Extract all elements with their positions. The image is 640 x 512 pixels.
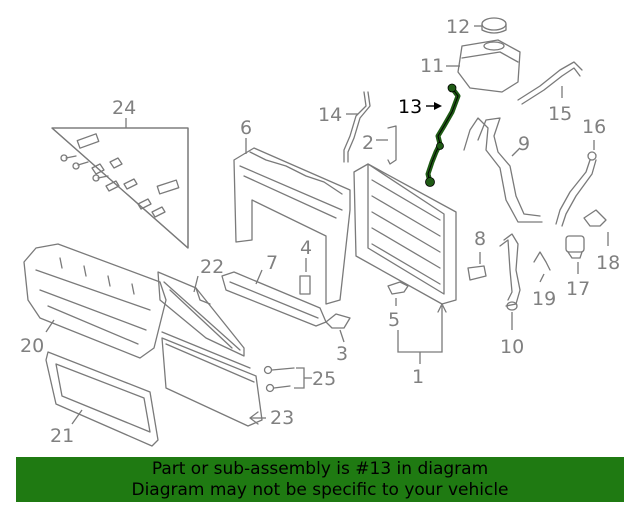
label-1: 1 <box>412 366 424 388</box>
label-16: 16 <box>582 116 606 138</box>
part-12-cap[interactable] <box>474 17 507 34</box>
label-15: 15 <box>548 103 572 125</box>
label-5: 5 <box>388 309 400 331</box>
part-4-clip[interactable] <box>299 258 311 295</box>
part-23-lower-shield[interactable] <box>161 331 266 427</box>
part-24-hardware-kit[interactable] <box>51 118 189 249</box>
part-5-sensor[interactable] <box>387 281 409 306</box>
label-6: 6 <box>240 117 252 139</box>
part-15-hose[interactable] <box>517 61 583 105</box>
label-23: 23 <box>270 407 294 429</box>
label-20: 20 <box>20 335 44 357</box>
part-11-expansion-tank[interactable] <box>446 39 521 93</box>
part-3-bracket[interactable] <box>325 313 351 343</box>
label-7: 7 <box>266 252 278 274</box>
label-24: 24 <box>112 97 136 119</box>
part-21-grille-frame[interactable] <box>45 351 159 447</box>
part-9-hose[interactable] <box>463 117 543 223</box>
label-2: 2 <box>362 132 374 154</box>
label-11: 11 <box>420 55 444 77</box>
label-13: 13 <box>398 96 422 118</box>
label-12: 12 <box>446 16 470 38</box>
label-17: 17 <box>566 278 590 300</box>
label-4: 4 <box>300 237 312 259</box>
part-19-bracket[interactable] <box>533 251 551 283</box>
label-25: 25 <box>312 368 336 390</box>
part-6-support-shroud[interactable] <box>233 138 351 305</box>
label-3: 3 <box>336 343 348 365</box>
banner-line-2: Diagram may not be specific to your vehi… <box>131 479 509 500</box>
label-14: 14 <box>318 104 342 126</box>
label-10: 10 <box>500 336 524 358</box>
part-18-bracket[interactable] <box>583 209 609 246</box>
part-10-hose[interactable] <box>499 233 521 330</box>
part-13-hose-highlighted[interactable] <box>425 83 461 187</box>
part-1-radiator[interactable] <box>353 163 457 364</box>
label-18: 18 <box>596 252 620 274</box>
info-banner: Part or sub-assembly is #13 in diagram D… <box>16 457 624 502</box>
part-17-valve[interactable] <box>565 235 585 274</box>
part-16-hose[interactable] <box>555 140 597 227</box>
part-20-air-deflector[interactable] <box>23 243 167 359</box>
label-19: 19 <box>532 288 556 310</box>
label-8: 8 <box>474 228 486 250</box>
part-14-hose[interactable] <box>343 91 371 163</box>
label-9: 9 <box>518 133 530 155</box>
label-21: 21 <box>50 425 74 447</box>
label-22: 22 <box>200 256 224 278</box>
banner-line-1: Part or sub-assembly is #13 in diagram <box>151 458 489 479</box>
part-25-bolts[interactable] <box>263 365 313 393</box>
part-22-shutter-panel[interactable] <box>157 271 245 357</box>
part-8-fitting[interactable] <box>467 252 487 281</box>
part-2-bracket[interactable] <box>376 125 397 165</box>
